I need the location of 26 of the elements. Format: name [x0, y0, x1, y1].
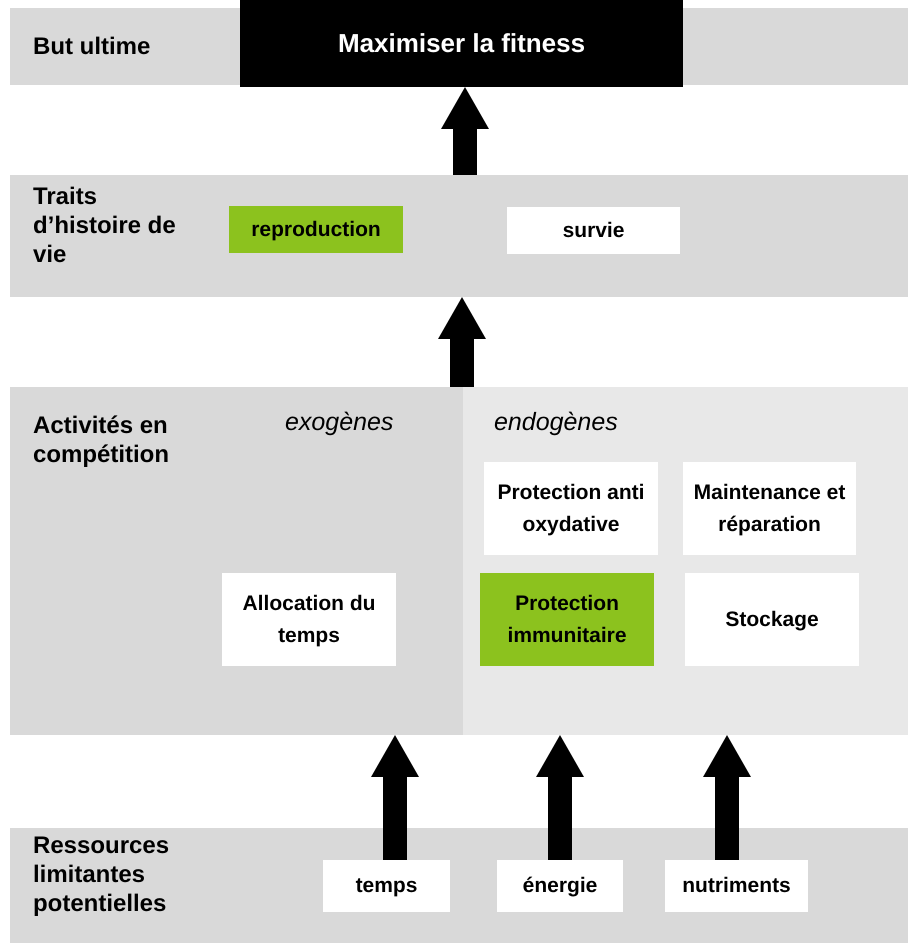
label-box: temps	[323, 860, 450, 912]
label-box: survie	[507, 207, 680, 254]
arrow	[536, 735, 584, 860]
label-box: Protection anti oxydative	[484, 462, 658, 555]
arrow	[438, 297, 486, 387]
label-box: Protection immunitaire	[480, 573, 654, 666]
band-heading: Activités en compétition	[33, 412, 170, 470]
arrow	[703, 735, 751, 860]
category-panel	[463, 387, 908, 735]
label-box: Allocation du temps	[222, 573, 396, 666]
band	[10, 828, 908, 943]
label-box: énergie	[497, 860, 623, 912]
category-label: exogènes	[285, 408, 394, 437]
arrow	[371, 735, 419, 860]
band-heading: But ultime	[33, 33, 152, 62]
label-box: Maintenance et réparation	[683, 462, 856, 555]
label-box: Stockage	[685, 573, 859, 666]
band-heading: Ressources limitantes potentielles	[33, 832, 170, 918]
label-box: reproduction	[229, 206, 403, 253]
arrow	[441, 87, 489, 175]
category-label: endogènes	[494, 408, 619, 437]
band	[10, 387, 908, 735]
label-box: Maximiser la fitness	[240, 0, 683, 87]
label-box: nutriments	[665, 860, 808, 912]
band	[10, 175, 908, 297]
band-heading: Traits d’histoire de vie	[33, 183, 177, 270]
